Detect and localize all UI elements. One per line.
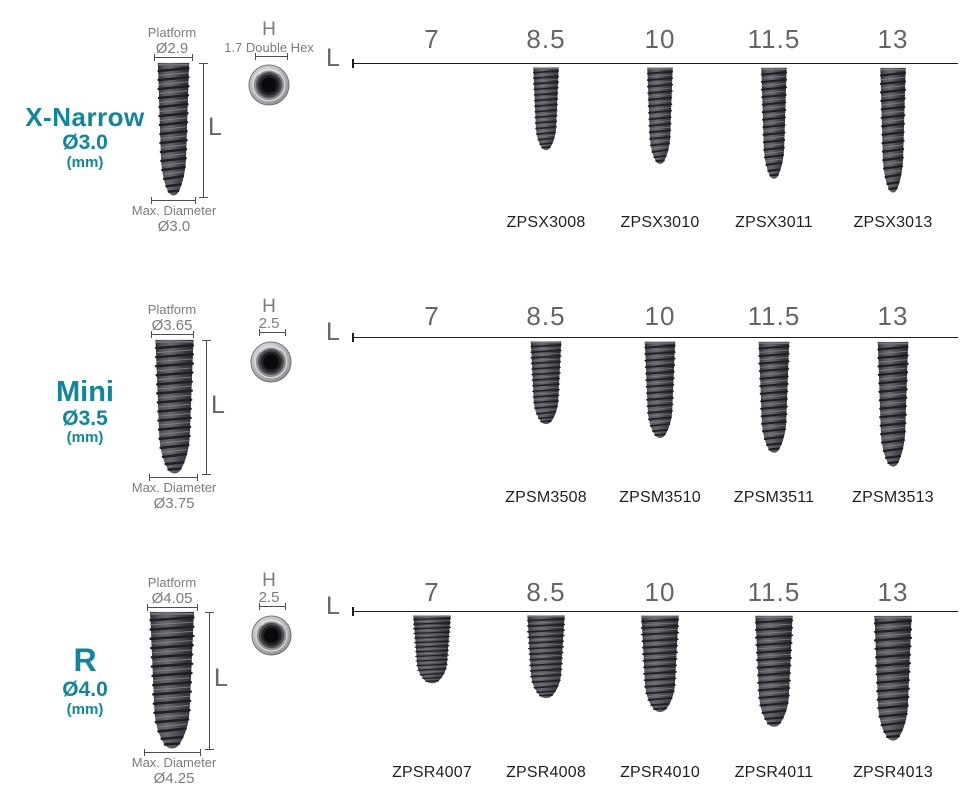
implant-image <box>753 615 795 728</box>
length-label: L <box>211 391 225 419</box>
length-header: 8.5 <box>526 24 566 54</box>
platform-dimension-line <box>154 54 193 61</box>
length-label: L <box>208 113 222 141</box>
platform-label: Platform <box>147 25 197 40</box>
length-axis-line <box>352 607 958 616</box>
length-header: 10 <box>644 24 676 54</box>
length-header: 11.5 <box>747 24 801 54</box>
hex-height-value: 2.5 <box>258 315 280 332</box>
length-header: 7 <box>424 24 440 54</box>
hex-height-label: H <box>262 570 276 591</box>
length-header: 13 <box>877 301 909 331</box>
length-header: 7 <box>424 577 440 607</box>
length-header: 8.5 <box>526 301 566 331</box>
max-diameter-dimension-line <box>144 749 201 756</box>
series-title: R <box>73 642 97 678</box>
length-header: 7 <box>424 301 440 331</box>
product-code: ZPSX3010 <box>620 214 700 231</box>
length-axis-line <box>352 333 958 342</box>
series-unit: (mm) <box>66 429 104 446</box>
platform-value: Ø3.65 <box>151 317 193 334</box>
platform-value: Ø2.9 <box>155 40 189 57</box>
hex-dimension-line <box>259 329 286 336</box>
length-dimension-line <box>199 63 208 198</box>
hex-top-view-icon <box>251 615 292 656</box>
product-code: ZPSR4008 <box>506 764 586 781</box>
hex-height-value: 1.7 Double Hex <box>224 40 314 55</box>
product-code: ZPSR4010 <box>620 764 700 781</box>
max-diameter-dimension-line <box>149 474 198 481</box>
side-implant-image <box>148 611 196 750</box>
length-axis-label: L <box>326 318 340 346</box>
max-diameter-value: Ø3.75 <box>153 495 195 512</box>
length-axis-label: L <box>326 44 340 72</box>
product-code: ZPSM3508 <box>505 489 587 506</box>
series-title: Mini <box>56 376 114 408</box>
hex-height-label: H <box>262 19 276 40</box>
length-header: 13 <box>877 24 909 54</box>
series-unit: (mm) <box>66 154 104 171</box>
implant-image <box>411 615 453 684</box>
product-code: ZPSR4013 <box>853 764 933 781</box>
max-diameter-value: Ø4.25 <box>153 770 195 787</box>
length-header: 10 <box>644 577 676 607</box>
series-diameter: Ø4.0 <box>62 678 108 701</box>
hex-height-label: H <box>262 296 276 317</box>
length-axis-label: L <box>326 592 340 620</box>
length-header: 8.5 <box>526 577 566 607</box>
implant-image <box>872 615 914 742</box>
platform-value: Ø4.05 <box>151 590 193 607</box>
product-code: ZPSR4011 <box>734 764 814 781</box>
max-diameter-label: Max. Diameter <box>131 203 217 218</box>
length-axis-line <box>352 59 958 68</box>
max-diameter-label: Max. Diameter <box>131 480 217 495</box>
implant-image <box>525 615 567 699</box>
series-unit: (mm) <box>66 701 104 718</box>
series-diameter: Ø3.5 <box>62 407 108 430</box>
platform-label: Platform <box>147 575 197 590</box>
platform-label: Platform <box>147 302 197 317</box>
hex-dimension-line <box>259 603 286 610</box>
length-header: 11.5 <box>747 577 801 607</box>
length-label: L <box>214 664 228 692</box>
product-code: ZPSX3008 <box>506 214 586 231</box>
hex-dimension-line <box>255 53 288 60</box>
length-dimension-line <box>202 340 211 475</box>
product-code: ZPSM3510 <box>619 489 701 506</box>
max-diameter-label: Max. Diameter <box>131 755 217 770</box>
series-diameter: Ø3.0 <box>62 131 108 154</box>
length-header: 10 <box>644 301 676 331</box>
platform-dimension-line <box>147 604 198 611</box>
max-diameter-value: Ø3.0 <box>157 218 191 235</box>
product-code: ZPSX3011 <box>735 214 813 231</box>
product-code: ZPSM3513 <box>852 489 934 506</box>
length-header: 11.5 <box>747 301 801 331</box>
length-dimension-line <box>205 612 214 750</box>
length-header: 13 <box>877 577 909 607</box>
series-title: X-Narrow <box>25 102 145 132</box>
implant-image <box>639 615 681 713</box>
product-code: ZPSM3511 <box>733 489 815 506</box>
hex-height-value: 2.5 <box>258 589 280 606</box>
platform-dimension-line <box>151 331 194 338</box>
max-diameter-dimension-line <box>151 197 196 204</box>
product-code: ZPSX3013 <box>853 214 933 231</box>
product-code: ZPSR4007 <box>392 764 472 781</box>
